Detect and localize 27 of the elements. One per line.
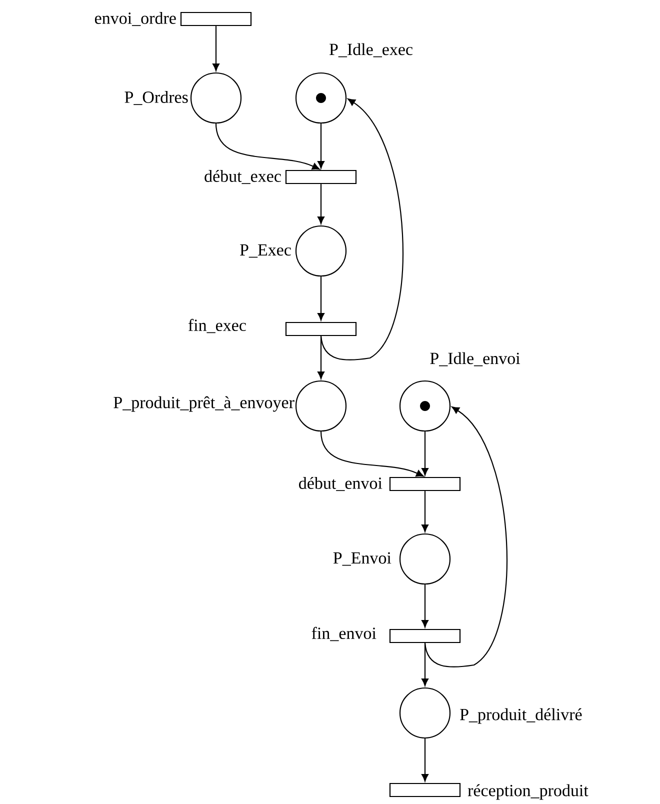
arrow [320, 98, 404, 360]
arrow [320, 431, 424, 477]
arrow [318, 124, 324, 169]
arrow [422, 738, 428, 782]
arrow [318, 276, 324, 321]
place-label: début_exec [204, 170, 281, 184]
place-label: fin_exec [188, 318, 246, 334]
arrow [318, 336, 324, 380]
place-label: réception_produit [468, 784, 588, 800]
arrow [422, 491, 428, 532]
arrow [422, 584, 428, 628]
arrow [422, 432, 428, 476]
place-label: P_Exec [240, 244, 291, 258]
arrow [212, 26, 220, 72]
arrow [215, 123, 320, 170]
place-label: début_envoi [299, 476, 382, 491]
place-label: P_produit_délivré [460, 708, 582, 724]
place-label: envoi_ordre [94, 12, 176, 26]
arrow [424, 406, 508, 668]
place-label: P_Ordres [124, 91, 188, 105]
arrow [318, 184, 324, 224]
place-label: P_Idle_envoi [430, 352, 520, 366]
place-label: fin_envoi [312, 626, 376, 642]
place-label: P_Idle_exec [329, 43, 412, 58]
place-label: P_produit_prêt_à_envoyer [114, 396, 294, 412]
place-label: P_Envoi [333, 552, 392, 566]
arrow [422, 643, 428, 686]
